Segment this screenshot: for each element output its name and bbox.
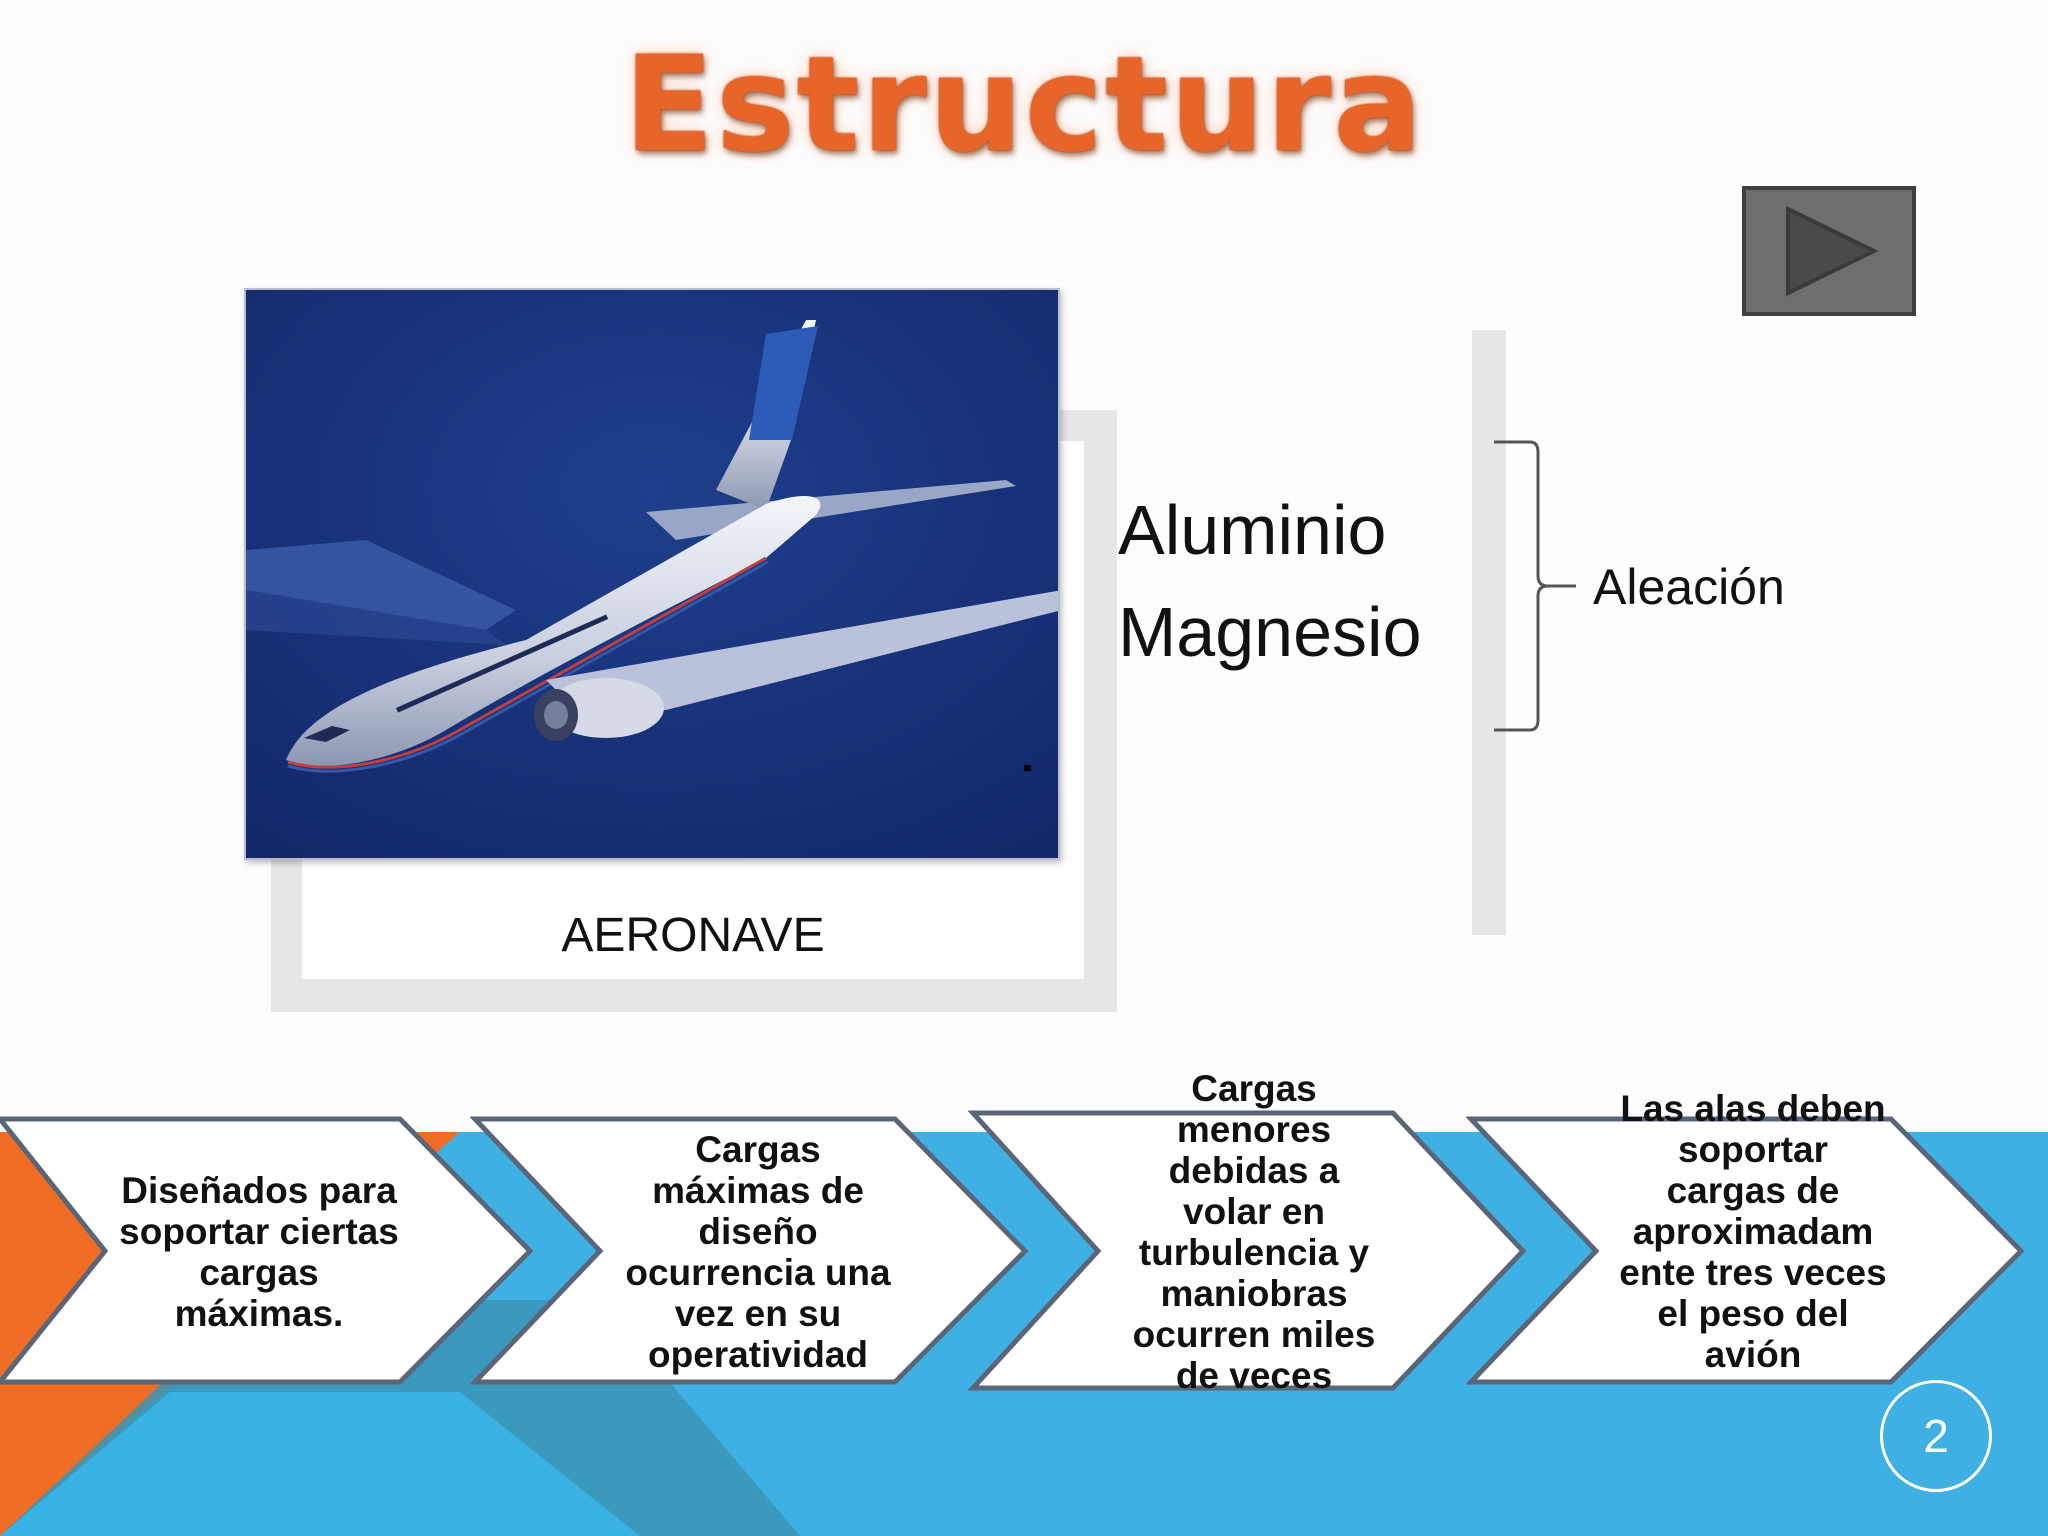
process-chevron-4 — [1466, 1116, 2025, 1385]
image-caption: AERONAVE — [561, 909, 825, 962]
slide-title: Estructura — [623, 28, 1425, 182]
next-slide-button[interactable] — [1742, 186, 1916, 316]
process-step-3-text: Cargas menores debidas a volar en turbul… — [1132, 1068, 1376, 1396]
process-chevron-1 — [0, 1116, 534, 1385]
page-number-badge: 2 — [1880, 1380, 1992, 1492]
play-triangle-icon — [1786, 205, 1879, 297]
alloy-label: Aleación — [1593, 559, 1785, 615]
process-step-1-text: Diseñados para soportar ciertas cargas m… — [119, 1170, 399, 1334]
airplane-image — [244, 288, 1060, 860]
process-step-4-text: Las alas deben soportar cargas de aproxi… — [1619, 1088, 1887, 1375]
process-chevron-3 — [968, 1110, 1527, 1391]
process-step-2-text: Cargas máximas de diseño ocurrencia una … — [625, 1129, 891, 1375]
material-item-magnesio: Magnesio — [1118, 593, 1422, 671]
divider-bar — [1472, 330, 1506, 935]
process-chevron-2 — [470, 1116, 1029, 1385]
material-item-aluminio: Aluminio — [1118, 491, 1387, 569]
right-brace — [1494, 440, 1576, 732]
